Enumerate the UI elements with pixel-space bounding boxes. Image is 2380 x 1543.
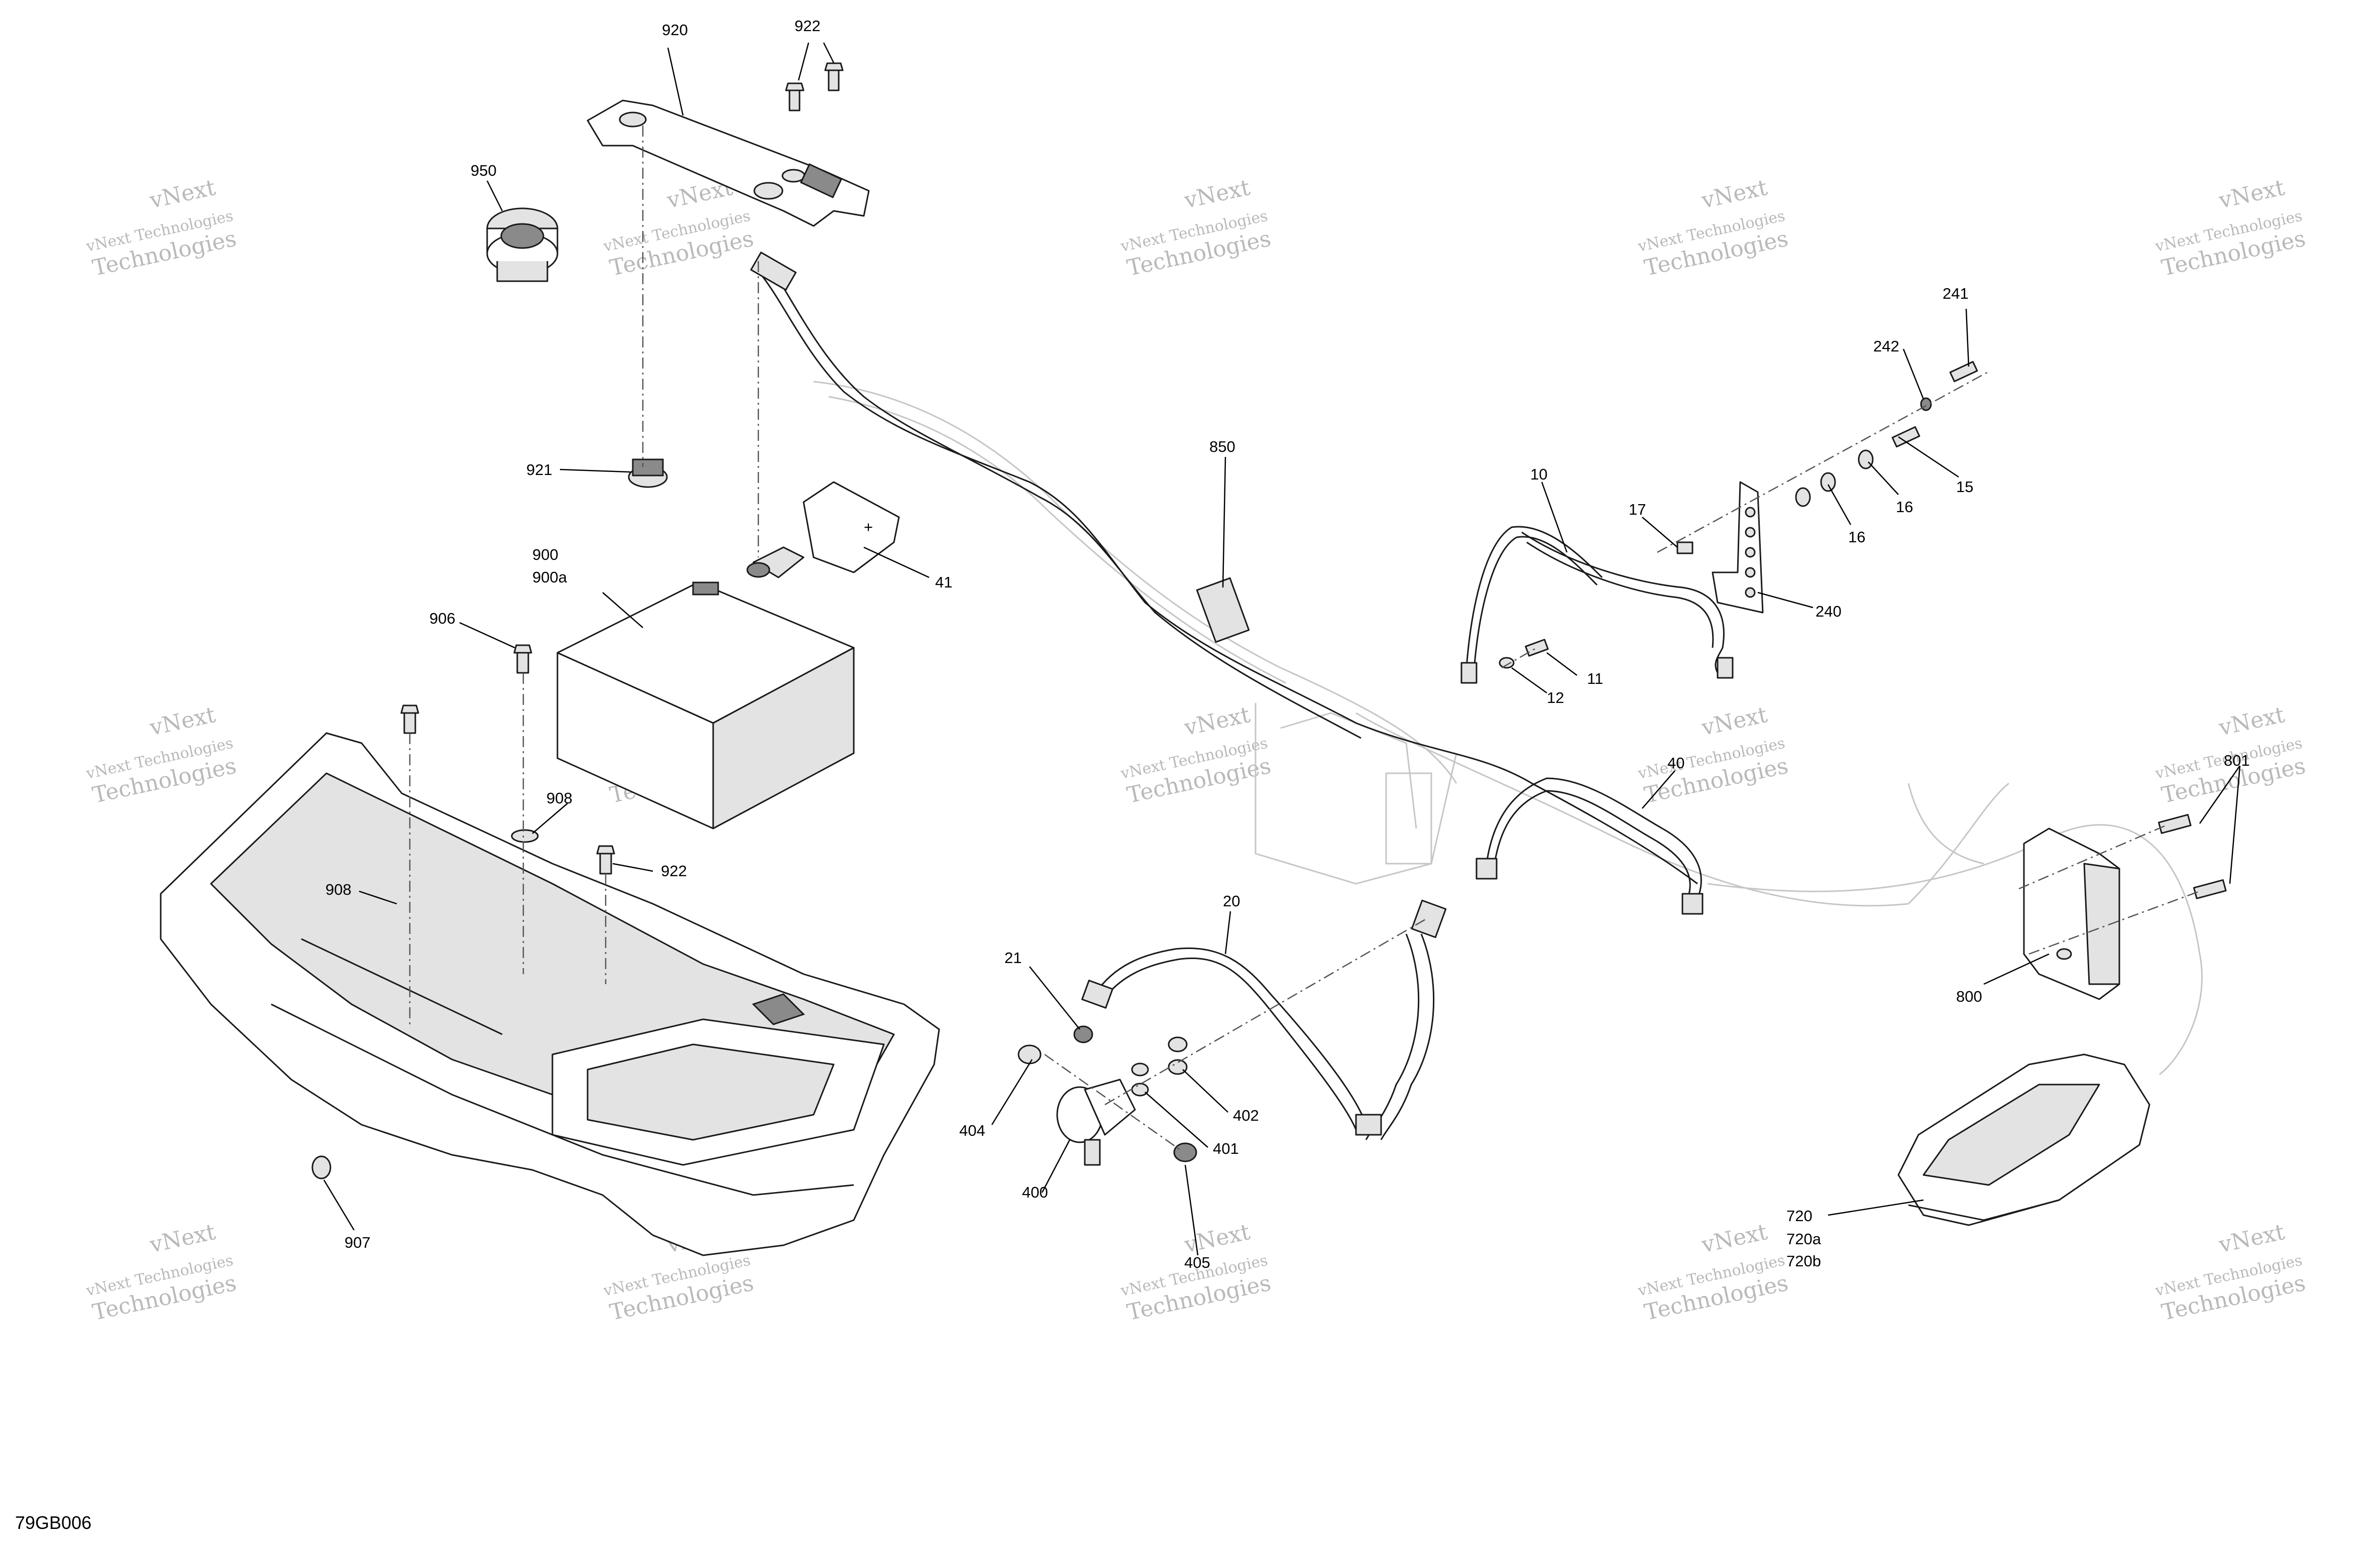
callout-241: 241 — [1943, 285, 1969, 302]
callout-922-top: 922 — [795, 17, 821, 35]
callout-240: 240 — [1816, 603, 1842, 620]
callout-920: 920 — [662, 21, 688, 39]
callout-12: 12 — [1547, 689, 1564, 706]
callout-922-lower: 922 — [661, 862, 687, 880]
watermark-text: vNext — [147, 702, 218, 741]
callout-labels: 920 922 950 921 900 900a 41 906 908 922 … — [325, 17, 2250, 1271]
part-20-battery-cable — [1081, 899, 1447, 1140]
callout-402: 402 — [1233, 1107, 1259, 1124]
watermark-text: vNext — [2216, 175, 2287, 214]
callout-720a: 720a — [1786, 1230, 1822, 1248]
part-720-light — [1897, 1053, 2150, 1226]
callout-15: 15 — [1956, 478, 1973, 496]
watermark-text: vNext — [1699, 1219, 1770, 1258]
part-800-module — [2023, 814, 2227, 1000]
callout-800: 800 — [1956, 988, 1982, 1005]
callout-950: 950 — [471, 162, 497, 179]
part-920-bracket — [587, 99, 870, 227]
callout-41: 41 — [935, 573, 952, 591]
callout-11: 11 — [1587, 670, 1603, 687]
callout-908-lower: 908 — [325, 881, 352, 898]
callout-908-upper: 908 — [546, 789, 573, 807]
part-400-solenoid — [1017, 1025, 1197, 1166]
watermark-text: vNext — [147, 1219, 218, 1258]
watermark-text: vNext — [2216, 1219, 2287, 1258]
callout-16-right: 16 — [1896, 498, 1913, 516]
part-850-harness — [750, 252, 1698, 885]
part-10-ground-cable — [1460, 526, 1734, 684]
wiring-harness-ghost — [813, 381, 2203, 1076]
callout-401: 401 — [1213, 1140, 1239, 1157]
watermark-text: vNext — [1182, 175, 1253, 214]
callout-242: 242 — [1873, 337, 1899, 355]
callout-900: 900 — [532, 546, 558, 563]
callout-16-left: 16 — [1848, 528, 1865, 546]
part-40-harness — [1476, 777, 1704, 915]
part-950-power-socket — [486, 207, 558, 282]
callout-40: 40 — [1667, 754, 1684, 772]
callout-404: 404 — [959, 1122, 985, 1139]
callout-801: 801 — [2224, 752, 2250, 769]
part-battery-tray-frame — [160, 732, 940, 1256]
callout-21: 21 — [1004, 949, 1022, 967]
figure-code: 79GB006 — [15, 1512, 91, 1533]
watermark-text: vNext — [2216, 702, 2287, 741]
part-922-bolts — [785, 62, 844, 111]
callout-720b: 720b — [1786, 1252, 1821, 1270]
callout-17: 17 — [1629, 501, 1646, 518]
callout-720: 720 — [1786, 1207, 1812, 1225]
callout-921: 921 — [526, 461, 552, 479]
callout-907: 907 — [345, 1234, 371, 1251]
watermark-text: vNext — [1182, 1219, 1253, 1258]
watermark-text: vNext — [1699, 175, 1770, 214]
leader-lines — [323, 42, 2241, 1256]
callout-20: 20 — [1223, 892, 1240, 910]
part-921-grommet — [628, 458, 668, 488]
part-900-battery — [556, 581, 855, 829]
assembly-centerlines — [409, 126, 2200, 1151]
svg-text:+: + — [864, 518, 873, 536]
callout-850: 850 — [1209, 438, 1235, 455]
callout-906: 906 — [429, 610, 456, 627]
callout-405: 405 — [1184, 1254, 1210, 1271]
watermark-text: vNext — [1699, 702, 1770, 741]
callout-900a: 900a — [532, 568, 568, 586]
watermark-text: vNext — [147, 175, 218, 214]
part-240-bracket — [1499, 361, 1978, 669]
watermark-text: vNext — [1182, 702, 1253, 741]
callout-400: 400 — [1022, 1183, 1048, 1201]
part-41-terminal-cover: + — [746, 481, 900, 578]
callout-10: 10 — [1530, 465, 1547, 483]
